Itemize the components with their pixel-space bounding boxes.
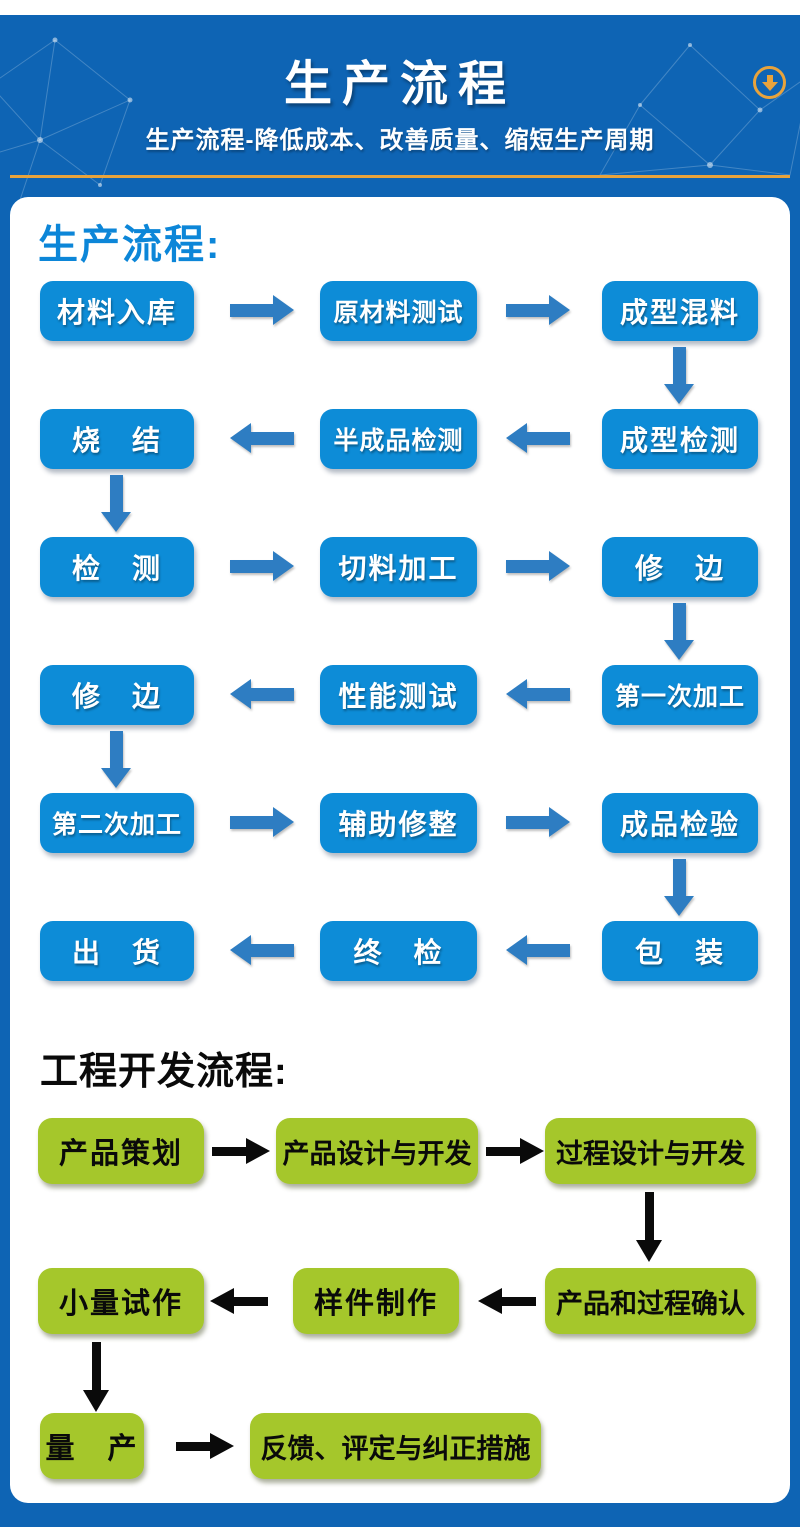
flow-step: 检 测: [40, 537, 194, 597]
flow-arrow-right-icon: [506, 551, 570, 581]
flow-arrow-down-icon: [101, 475, 131, 532]
flow-step: 第二次加工: [40, 793, 194, 853]
flow-arrow-right-icon: [230, 807, 294, 837]
download-icon[interactable]: [753, 66, 786, 99]
flow-arrow-down-icon: [664, 347, 694, 404]
dev-arrow-right-icon: [486, 1138, 544, 1164]
flow-arrow-right-icon: [230, 295, 294, 325]
flow-arrow-left-icon: [506, 679, 570, 709]
flow-arrow-down-icon: [664, 859, 694, 916]
flow-step: 修 边: [602, 537, 758, 597]
flow-step: 材料入库: [40, 281, 194, 341]
flow-arrow-down-icon: [101, 731, 131, 788]
flow-arrow-left-icon: [230, 679, 294, 709]
flow-arrow-down-icon: [664, 603, 694, 660]
dev-step: 过程设计与开发: [545, 1118, 756, 1184]
flow-step: 成型检测: [602, 409, 758, 469]
flow-step: 修 边: [40, 665, 194, 725]
flow-step: 烧 结: [40, 409, 194, 469]
dev-step: 样件制作: [293, 1268, 459, 1334]
flow-arrow-left-icon: [506, 423, 570, 453]
dev-arrow-left-icon: [210, 1288, 268, 1314]
flow-step: 第一次加工: [602, 665, 758, 725]
production-flow-heading: 生产流程:: [38, 223, 222, 267]
page-title: 生产流程: [283, 58, 516, 111]
dev-step: 产品设计与开发: [276, 1118, 478, 1184]
download-arrow-stem: [766, 74, 773, 82]
flow-step: 成品检验: [602, 793, 758, 853]
download-arrow-head: [761, 81, 778, 91]
flow-arrow-right-icon: [506, 807, 570, 837]
dev-step: 产品和过程确认: [545, 1268, 756, 1334]
flow-arrow-left-icon: [230, 935, 294, 965]
dev-arrow-right-icon: [176, 1433, 234, 1459]
top-white-strip: [0, 0, 800, 15]
dev-step: 量 产: [40, 1413, 144, 1479]
dev-step: 小量试作: [38, 1268, 204, 1334]
flow-arrow-left-icon: [230, 423, 294, 453]
gold-divider: [10, 175, 790, 178]
flow-arrow-right-icon: [506, 295, 570, 325]
dev-arrow-right-icon: [212, 1138, 270, 1164]
flow-step: 出 货: [40, 921, 194, 981]
page-subtitle: 生产流程-降低成本、改善质量、缩短生产周期: [145, 127, 655, 154]
flow-step: 成型混料: [602, 281, 758, 341]
flow-step: 终 检: [320, 921, 477, 981]
flow-step: 原材料测试: [320, 281, 477, 341]
dev-arrow-down-icon: [83, 1342, 109, 1412]
dev-arrow-left-icon: [478, 1288, 536, 1314]
flow-step: 性能测试: [320, 665, 477, 725]
development-flow-heading: 工程开发流程:: [40, 1051, 288, 1093]
flow-step: 切料加工: [320, 537, 477, 597]
flow-step: 半成品检测: [320, 409, 477, 469]
flow-arrow-right-icon: [230, 551, 294, 581]
dev-step: 反馈、评定与纠正措施: [250, 1413, 541, 1479]
flow-step: 包 装: [602, 921, 758, 981]
dev-step: 产品策划: [38, 1118, 204, 1184]
flow-arrow-left-icon: [506, 935, 570, 965]
flow-step: 辅助修整: [320, 793, 477, 853]
dev-arrow-down-icon: [636, 1192, 662, 1262]
